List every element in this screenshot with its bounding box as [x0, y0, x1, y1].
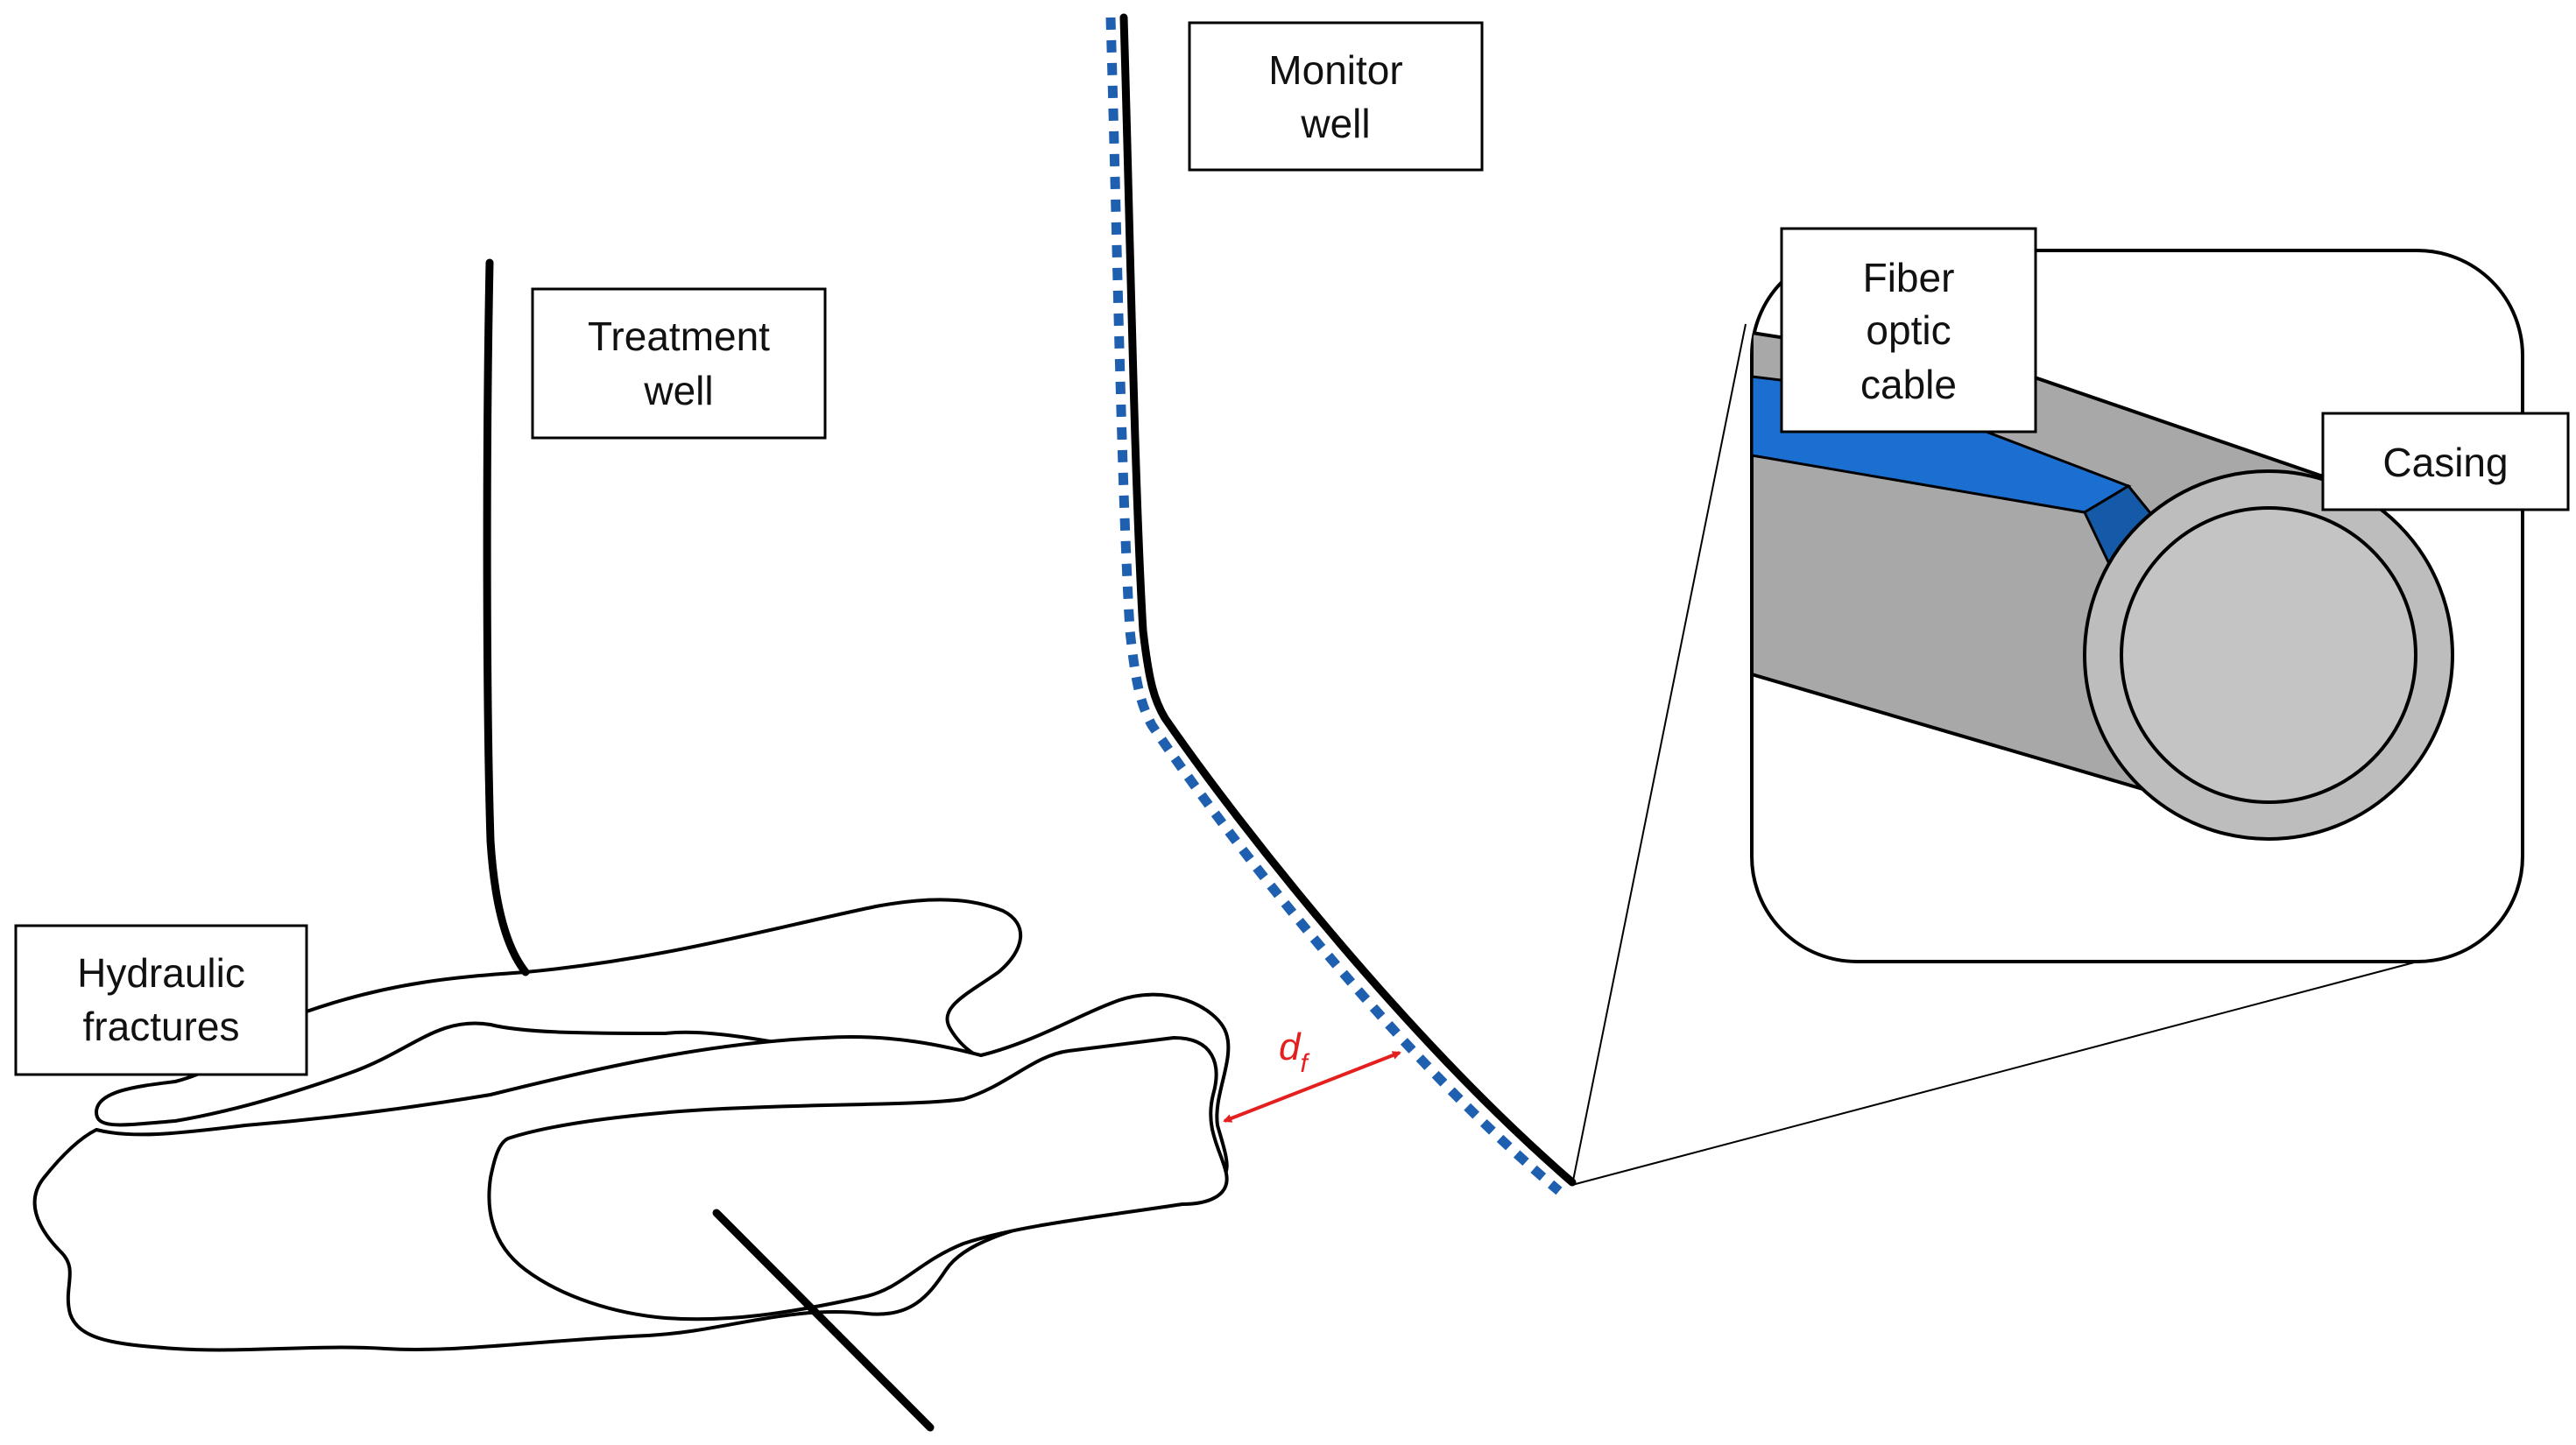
hydraulic-fractures-label: Hydraulic fractures	[14, 924, 308, 1076]
casing-label: Casing	[2321, 412, 2570, 511]
monitor-well-line	[1119, 13, 1577, 1187]
casing-end-inner	[2120, 506, 2417, 804]
fiber-label-line3: cable	[1860, 362, 1957, 407]
hydraulic-fractures-label-line2: fractures	[83, 1004, 240, 1049]
monitor-well-label: Monitor well	[1188, 21, 1484, 172]
fiber-label-line2: optic	[1866, 307, 1951, 353]
treatment-well-label-line2: well	[643, 368, 713, 413]
casing-label-text: Casing	[2382, 440, 2508, 485]
treatment-well-line	[483, 258, 530, 976]
monitor-well-label-line1: Monitor	[1268, 47, 1402, 93]
fiber-optic-cable-label: Fiber optic cable	[1780, 227, 2037, 434]
fiber-optic-dotted-line	[1105, 17, 1563, 1195]
callout-line-upper	[1571, 323, 1747, 1186]
monitor-well-label-line2: well	[1300, 101, 1370, 146]
treatment-well-label: Treatment well	[531, 287, 827, 440]
distance-subscript: f	[1300, 1049, 1309, 1078]
fiber-label-line1: Fiber	[1863, 255, 1955, 300]
distance-label: df	[1279, 1026, 1309, 1078]
callout-line-lower	[1571, 961, 2418, 1186]
distance-symbol: d	[1279, 1026, 1302, 1068]
hydraulic-fractures-label-line1: Hydraulic	[77, 950, 245, 996]
distance-arrow	[1223, 1051, 1401, 1123]
treatment-well-lateral	[712, 1209, 935, 1432]
hydraulic-fracture-middle	[487, 1036, 1229, 1322]
treatment-well-label-line1: Treatment	[588, 314, 770, 359]
